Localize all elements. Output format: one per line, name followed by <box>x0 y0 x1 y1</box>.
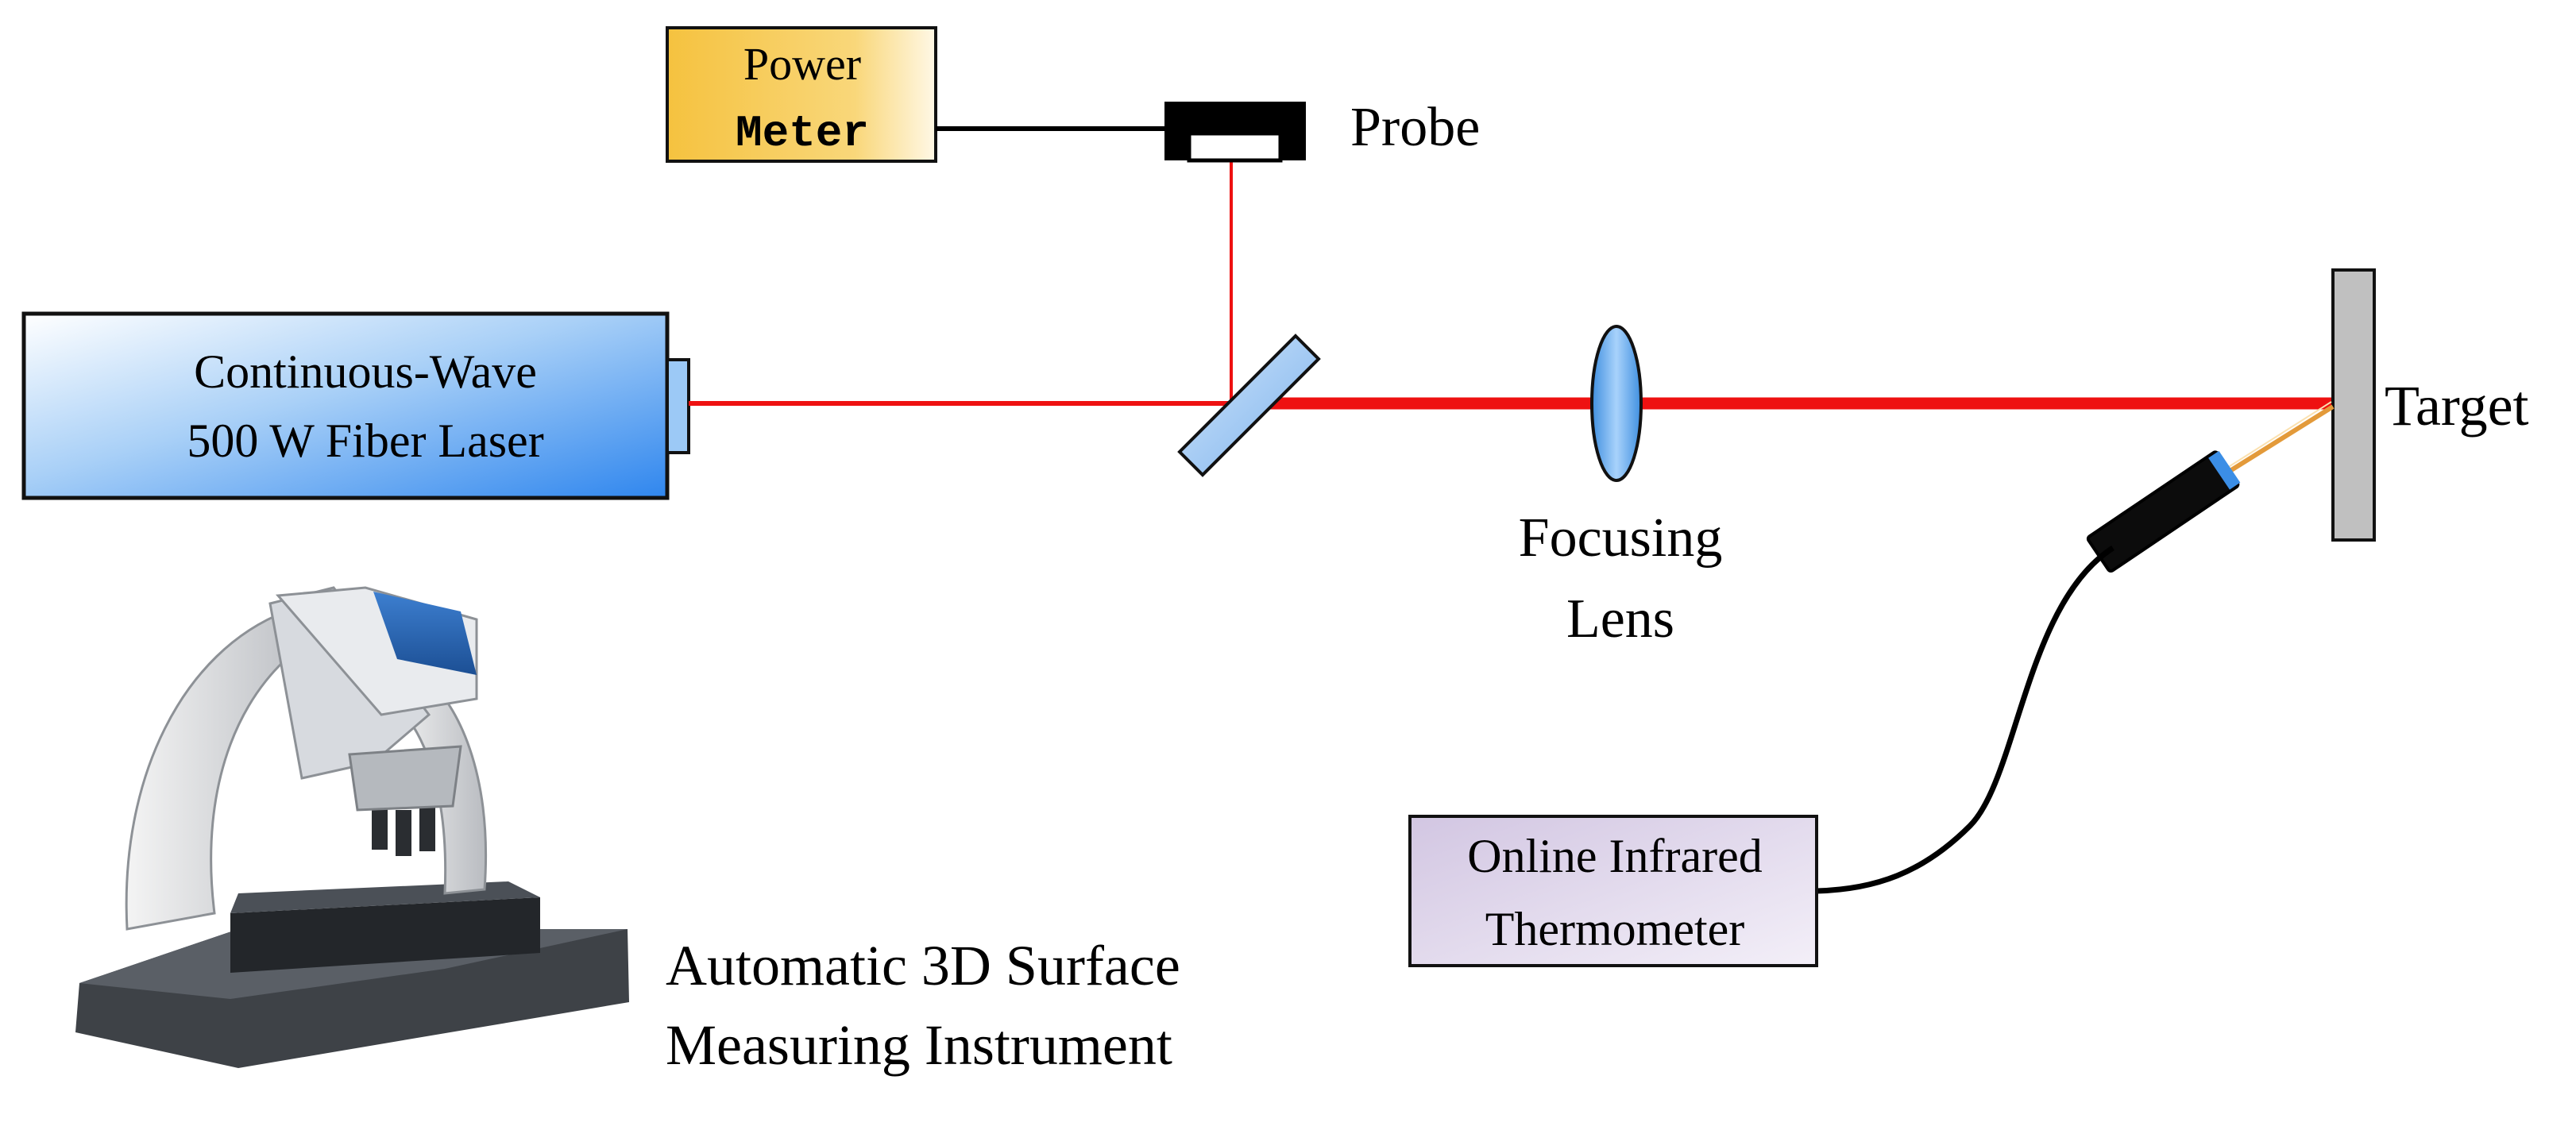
instrument-objective-2 <box>396 810 411 856</box>
target-label: Target <box>2385 374 2529 438</box>
instrument-label-line1: Automatic 3D Surface <box>666 934 1180 997</box>
power-meter-label-line2: Meter <box>736 108 869 159</box>
thermometer-cable <box>1816 546 2114 894</box>
probe-window <box>1187 131 1283 163</box>
target: Target <box>2331 268 2529 542</box>
instrument-stage <box>230 897 540 973</box>
power-meter-label-line1: Power <box>743 38 861 90</box>
power-meter-box <box>666 26 937 163</box>
instrument-turret <box>348 745 462 812</box>
laser-box <box>21 311 670 500</box>
fiber-laser: Continuous-Wave 500 W Fiber Laser <box>21 311 690 500</box>
infrared-thermometer: Online Infrared Thermometer <box>1408 815 1818 967</box>
laser-label-line1: Continuous-Wave <box>194 345 537 398</box>
beam-splitter-plate <box>1177 334 1321 477</box>
laser-aperture <box>666 358 690 454</box>
surface-measuring-instrument-image <box>75 586 629 1068</box>
ir-sensor-lens <box>2208 450 2241 490</box>
laser-label-line2: 500 W Fiber Laser <box>187 415 543 467</box>
probe-label: Probe <box>1350 97 1480 158</box>
instrument-objective-3 <box>419 804 435 851</box>
lens-label-line2: Lens <box>1566 588 1674 650</box>
instrument-objective-1 <box>372 802 388 850</box>
instrument-head-top <box>373 592 477 675</box>
thermometer-label-line2: Thermometer <box>1485 903 1745 955</box>
ir-sensor-head <box>2086 450 2241 573</box>
target-plate <box>2331 268 2376 542</box>
lens-shape <box>1590 325 1643 482</box>
power-meter: Power Meter <box>666 26 937 163</box>
instrument-column <box>268 586 431 780</box>
beam-splitter <box>1177 334 1321 477</box>
thermometer-box <box>1408 815 1818 967</box>
lens-label-line1: Focusing <box>1519 507 1723 569</box>
probe: Probe <box>1164 97 1480 163</box>
thermometer-label-line1: Online Infrared <box>1467 830 1762 882</box>
ir-sensing-beam <box>2217 404 2335 480</box>
ir-sensing-beam-highlight <box>2218 401 2332 474</box>
focusing-lens: Focusing Lens <box>1519 325 1723 650</box>
instrument-label-line2: Measuring Instrument <box>666 1013 1172 1077</box>
